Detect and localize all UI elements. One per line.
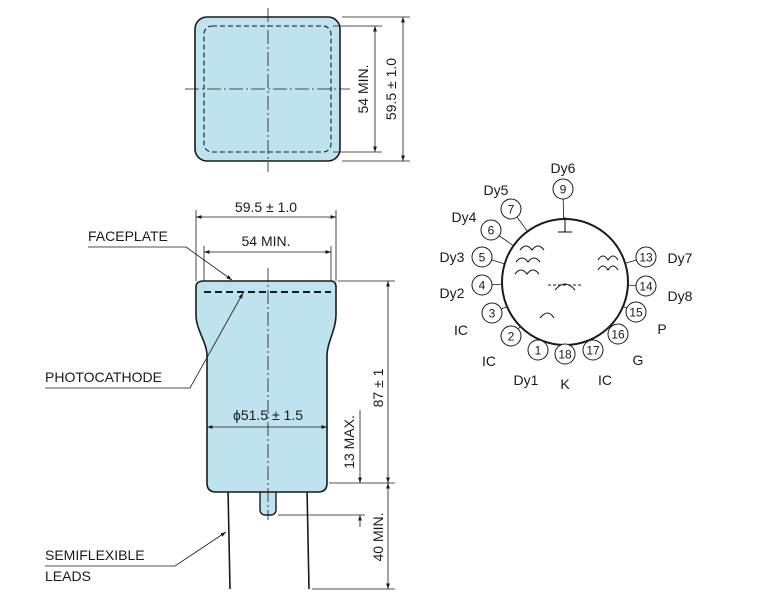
pin-circle [480,219,502,241]
pin-circle [481,302,503,324]
electrode-symbol [515,257,541,263]
lead-left [227,487,231,590]
leads-callout-line1: SEMIFLEXIBLE [45,547,145,563]
pin-circle [607,323,629,345]
electrode-symbol [597,255,619,262]
pin-number: 1 [535,344,542,358]
pin-number: 14 [639,280,653,294]
lead-length-label: 40 MIN. [370,512,386,561]
pin-circle [500,325,522,347]
base-pin: 5 Dy3 [440,246,505,268]
electrode-symbol [554,283,576,291]
pin-circle [552,178,574,200]
pin-label: G [633,352,644,368]
electrode-symbol [514,269,540,275]
pin-label: Dy8 [668,288,693,304]
pin-lead-line [501,306,508,310]
pin-number: 15 [629,306,643,320]
pin-label: Dy4 [452,209,477,225]
pin-label: P [657,321,666,337]
width-inner-label: 54 MIN. [241,233,290,249]
pin-label: IC [482,353,496,369]
photocathode-callout: PHOTOCATHODE [45,369,162,385]
pin-circle [471,246,493,268]
pin-lead-line [625,259,637,264]
pin-circle [635,275,657,297]
pin-label: Dy1 [514,372,539,388]
pin-number: 16 [611,328,625,342]
pin-number: 2 [508,330,515,344]
base-pin: 15P [622,301,667,337]
pin-lead-line [622,306,627,309]
lead-right [306,487,310,590]
pin-number: 18 [558,348,572,362]
pin-circle [527,339,549,361]
pin-label: Dy6 [551,160,576,176]
pin-number: 3 [489,307,496,321]
pin-number: 6 [488,224,495,238]
pin-lead-line [498,235,514,247]
pin-lead-line [517,326,521,330]
pin-label: IC [454,322,468,338]
pin-label: K [560,376,570,392]
pin-lead-line [516,216,528,232]
pin-circle [471,274,493,296]
bottom-max-label: 13 MAX. [341,415,357,469]
side-view: 59.5 ± 1.0 54 MIN. ϕ51.5 ± 1.5 87 ± 1 13… [45,199,395,590]
base-pin: 9 Dy6 [551,160,576,220]
width-outer-label: 59.5 ± 1.0 [235,199,297,215]
tube-body [195,280,337,493]
pin-circle [625,301,647,323]
pin-label: Dy2 [440,285,465,301]
height-label: 87 ± 1 [370,368,386,407]
base-pin: 6 Dy4 [452,209,514,247]
base-internals [514,217,619,319]
top-view: 54 MIN. 59.5 ± 1.0 [185,8,410,172]
pin-number: 5 [479,251,486,265]
pin-lead-line [491,259,505,265]
base-pin: 2IC [482,325,522,369]
base-pin: 4 Dy2 [440,274,503,301]
leads-callout-line2: LEADS [45,568,91,584]
base-pin: 3IC [454,302,508,338]
electrode-symbol [519,245,545,251]
pin-number: 4 [479,279,486,293]
faceplate-callout: FACEPLATE [88,228,168,244]
top-inner-dim-label: 54 MIN. [355,64,371,113]
pin-label: Dy5 [484,182,509,198]
pin-circle [554,343,576,365]
pin-label: IC [598,372,612,388]
base-pin: 18K [554,343,576,392]
pin-circle [635,246,657,268]
pin-circle [582,339,604,361]
electrode-symbol [597,265,619,272]
pin-number: 17 [586,344,600,358]
base-circle [501,218,629,346]
pin-number: 13 [639,251,653,265]
electrode-symbol [539,312,555,319]
pin-number: 9 [560,183,567,197]
pin-label: Dy3 [440,249,465,265]
base-pin: 16G [607,323,644,368]
base-pin: 13 Dy7 [625,246,693,268]
diameter-label: ϕ51.5 ± 1.5 [233,407,303,423]
pin-label: Dy7 [668,250,693,266]
pin-circle [500,198,522,220]
top-outer-dim-label: 59.5 ± 1.0 [383,58,399,120]
pin-number: 7 [508,203,515,217]
